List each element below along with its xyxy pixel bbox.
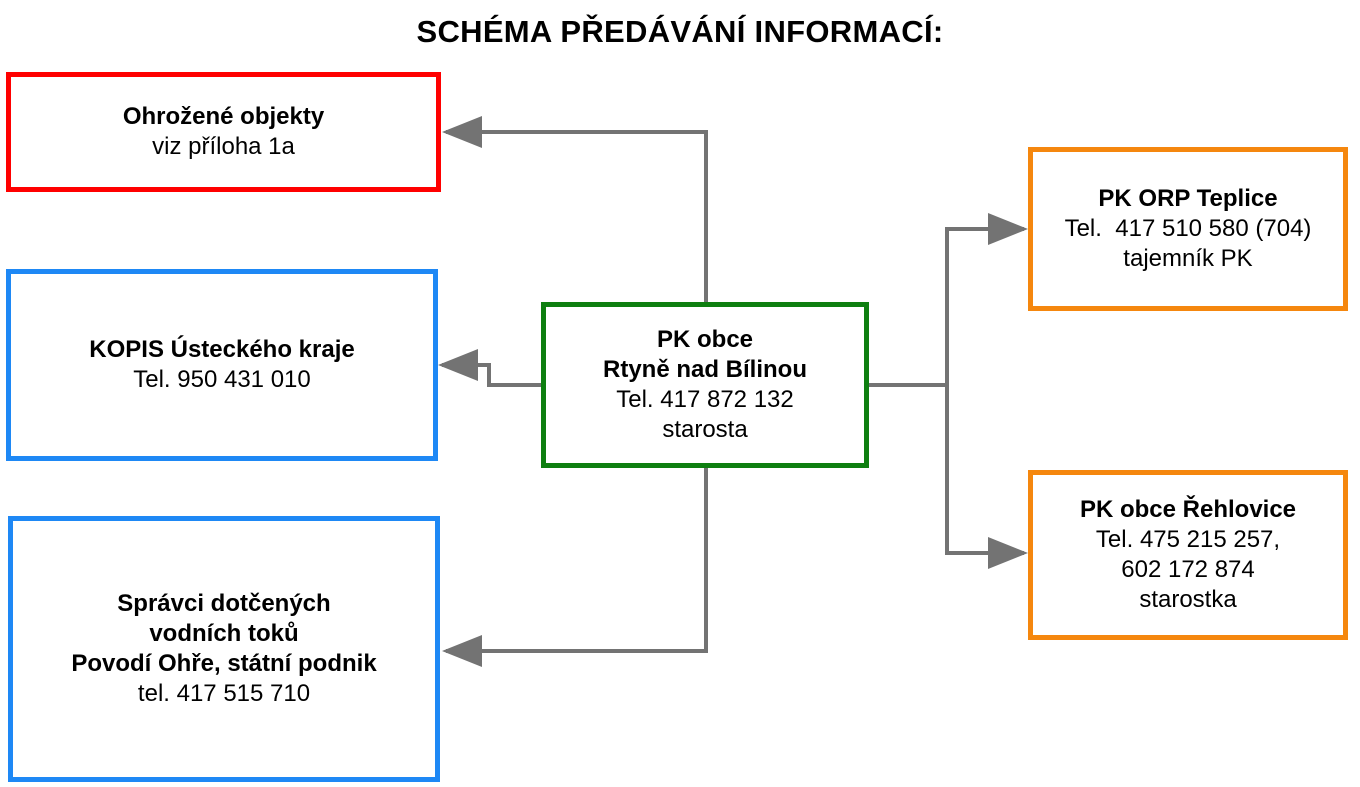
- rehlovice-role: starostka: [1139, 586, 1237, 613]
- orp-teplice-role: tajemník PK: [1123, 245, 1253, 272]
- orp-teplice-phone: Tel. 417 510 580 (704): [1064, 215, 1312, 242]
- arrow-to-threatened: [442, 116, 708, 302]
- kopis-phone: Tel. 950 431 010: [133, 366, 311, 393]
- water-managers-title-3: Povodí Ohře, státní podnik: [71, 650, 377, 677]
- arrow-to-rehlovice: [945, 385, 1028, 569]
- orp-teplice-title: PK ORP Teplice: [1098, 185, 1278, 212]
- water-managers-box: Správci dotčených vodních toků Povodí Oh…: [8, 516, 440, 782]
- threatened-objects-title: Ohrožené objekty: [122, 103, 325, 130]
- municipality-title-1: PK obce: [656, 326, 754, 353]
- kopis-box: KOPIS Ústeckého kraje Tel. 950 431 010: [6, 269, 438, 461]
- arrow-to-kopis: [438, 349, 541, 387]
- water-managers-title-1: Správci dotčených: [117, 590, 331, 617]
- municipality-title-2: Rtyně nad Bílinou: [603, 356, 807, 383]
- arrow-to-water: [442, 468, 708, 667]
- water-managers-phone: tel. 417 515 710: [137, 680, 311, 707]
- threatened-objects-box: Ohrožené objekty viz příloha 1a: [6, 72, 441, 192]
- rehlovice-box: PK obce Řehlovice Tel. 475 215 257, 602 …: [1028, 470, 1348, 640]
- orp-teplice-box: PK ORP Teplice Tel. 417 510 580 (704) ta…: [1028, 147, 1348, 311]
- municipality-phone: Tel. 417 872 132: [616, 386, 794, 413]
- rehlovice-phone-2: 602 172 874: [1121, 556, 1255, 583]
- threatened-objects-note: viz příloha 1a: [152, 133, 295, 160]
- rehlovice-title: PK obce Řehlovice: [1079, 496, 1297, 523]
- diagram-title: SCHÉMA PŘEDÁVÁNÍ INFORMACÍ:: [416, 14, 944, 49]
- kopis-title: KOPIS Ústeckého kraje: [89, 336, 355, 363]
- municipality-role: starosta: [662, 416, 748, 443]
- municipality-commission-box: PK obce Rtyně nad Bílinou Tel. 417 872 1…: [541, 302, 869, 468]
- arrow-to-orp: [945, 213, 1028, 385]
- rehlovice-phone-1: Tel. 475 215 257,: [1095, 526, 1281, 553]
- water-managers-title-2: vodních toků: [149, 620, 299, 647]
